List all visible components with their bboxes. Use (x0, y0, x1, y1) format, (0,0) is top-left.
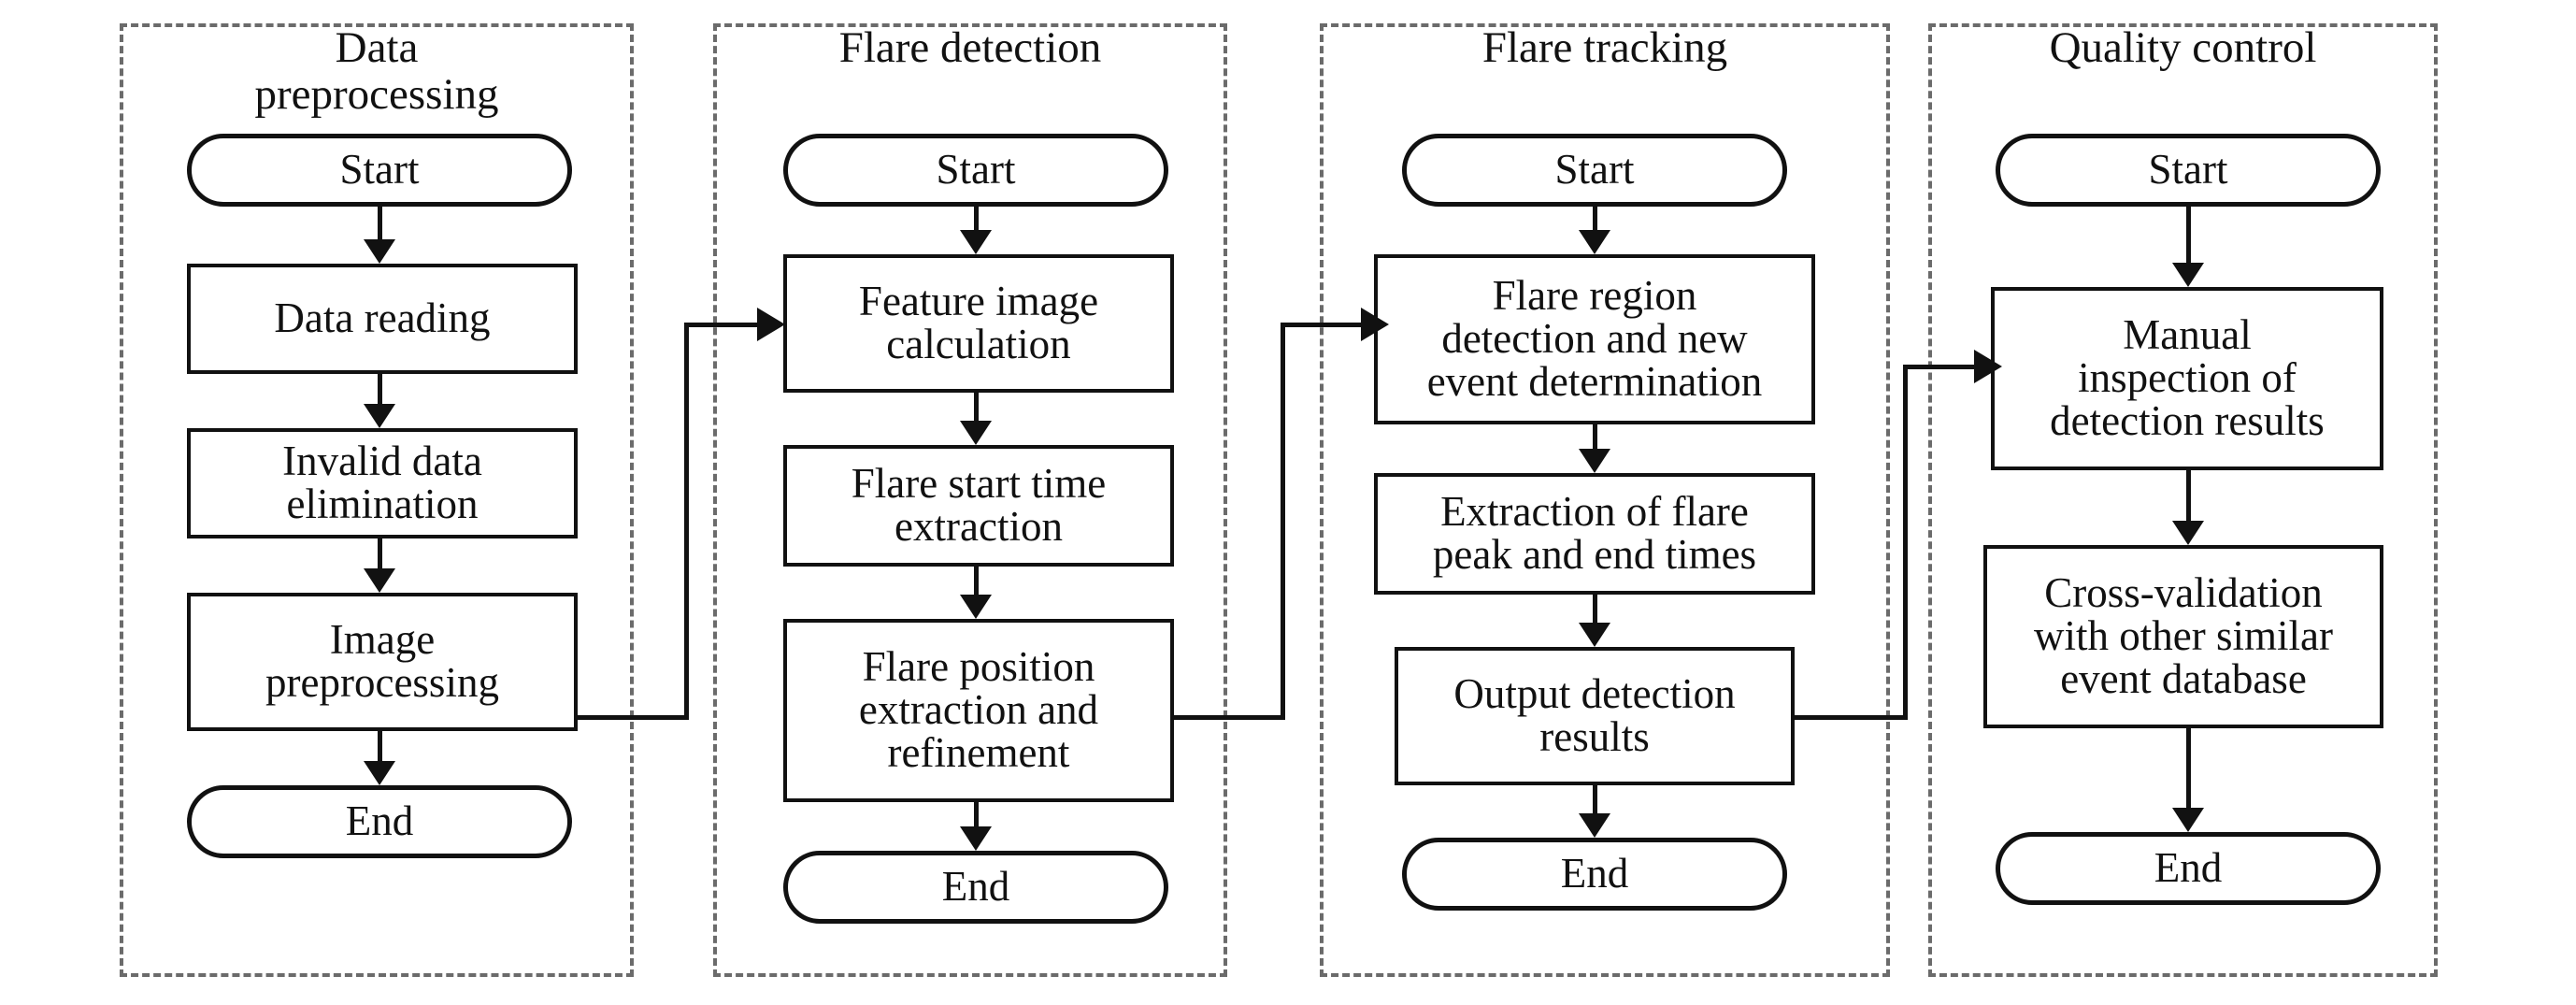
node-p2-flare-position-extraction[interactable]: Flare position extraction and refinement (783, 619, 1174, 802)
node-label: Invalid data elimination (282, 438, 482, 527)
arrow-p2-start-time-to-position (957, 567, 995, 619)
node-p3-extraction-peak-end-times[interactable]: Extraction of flare peak and end times (1374, 473, 1815, 595)
arrow-p1-image-preprocessing-to-end (361, 731, 398, 785)
node-label: Feature image calculation (858, 278, 1099, 367)
node-p3-flare-region-detection[interactable]: Flare region detection and new event det… (1374, 254, 1815, 424)
stage-panel-flare-tracking (1320, 23, 1890, 977)
node-p4-end[interactable]: End (1996, 832, 2381, 905)
arrow-p3-start-to-region-detection (1576, 207, 1613, 254)
arrow-p4-start-to-manual-inspection (2169, 207, 2207, 287)
arrow-p1-data-reading-to-invalid-data (361, 374, 398, 428)
arrow-p3-output-to-end (1576, 785, 1613, 838)
stage-title-data-preprocessing: Data preprocessing (254, 23, 499, 120)
node-p4-cross-validation[interactable]: Cross-validation with other similar even… (1983, 545, 2383, 728)
node-p3-output-detection-results[interactable]: Output detection results (1395, 647, 1795, 785)
node-label: Start (1554, 146, 1635, 194)
node-label: Start (339, 146, 420, 194)
arrow-p3-region-detection-to-peak-end (1576, 424, 1613, 473)
node-label: Start (936, 146, 1016, 194)
stage-title-quality-control: Quality control (2049, 23, 2317, 72)
node-label: Flare start time extraction (851, 460, 1107, 550)
stage-title-flare-detection: Flare detection (838, 23, 1102, 72)
node-p1-start[interactable]: Start (187, 134, 572, 207)
node-p2-end[interactable]: End (783, 851, 1168, 924)
node-label: Flare position extraction and refinement (858, 643, 1099, 776)
arrow-p3-peak-end-to-output (1576, 595, 1613, 647)
stage-title-flare-tracking: Flare tracking (1481, 23, 1728, 72)
node-p2-feature-image-calculation[interactable]: Feature image calculation (783, 254, 1174, 393)
node-label: End (345, 797, 414, 845)
node-label: End (1560, 850, 1629, 897)
stage-panel-flare-detection (713, 23, 1227, 977)
arrow-p4-manual-inspection-to-cross-validation (2169, 470, 2207, 545)
stage-panel-quality-control (1928, 23, 2438, 977)
arrow-p1-start-to-data-reading (361, 207, 398, 264)
node-label: Output detection results (1453, 670, 1736, 760)
node-p2-start[interactable]: Start (783, 134, 1168, 207)
node-label: Flare region detection and new event det… (1426, 272, 1763, 405)
node-label: End (2154, 844, 2223, 892)
node-label: Cross-validation with other similar even… (2034, 569, 2333, 702)
arrow-p2-start-to-feature-image (957, 207, 995, 254)
stage-panel-data-preprocessing (120, 23, 634, 977)
node-p3-end[interactable]: End (1402, 838, 1787, 911)
node-p1-image-preprocessing[interactable]: Image preprocessing (187, 593, 578, 731)
node-p3-start[interactable]: Start (1402, 134, 1787, 207)
node-p4-start[interactable]: Start (1996, 134, 2381, 207)
node-p1-data-reading[interactable]: Data reading (187, 264, 578, 374)
stage-link-preprocessing-to-detection (574, 308, 789, 720)
node-label: End (941, 863, 1010, 911)
arrow-p4-cross-validation-to-end (2169, 728, 2207, 832)
arrow-p2-position-to-end (957, 802, 995, 851)
arrow-p1-invalid-data-to-image-preprocessing (361, 538, 398, 593)
node-p1-end[interactable]: End (187, 785, 572, 858)
node-p1-invalid-data-elimination[interactable]: Invalid data elimination (187, 428, 578, 538)
node-label: Image preprocessing (265, 616, 499, 706)
node-label: Start (2148, 146, 2228, 194)
node-p4-manual-inspection[interactable]: Manual inspection of detection results (1991, 287, 2383, 470)
node-p2-flare-start-time-extraction[interactable]: Flare start time extraction (783, 445, 1174, 567)
node-label: Manual inspection of detection results (2050, 311, 2325, 444)
stage-link-detection-to-tracking (1170, 308, 1389, 720)
node-label: Data reading (274, 294, 491, 342)
arrow-p2-feature-image-to-start-time (957, 393, 995, 445)
stage-link-tracking-to-quality-control (1791, 350, 2006, 725)
node-label: Extraction of flare peak and end times (1432, 488, 1757, 578)
